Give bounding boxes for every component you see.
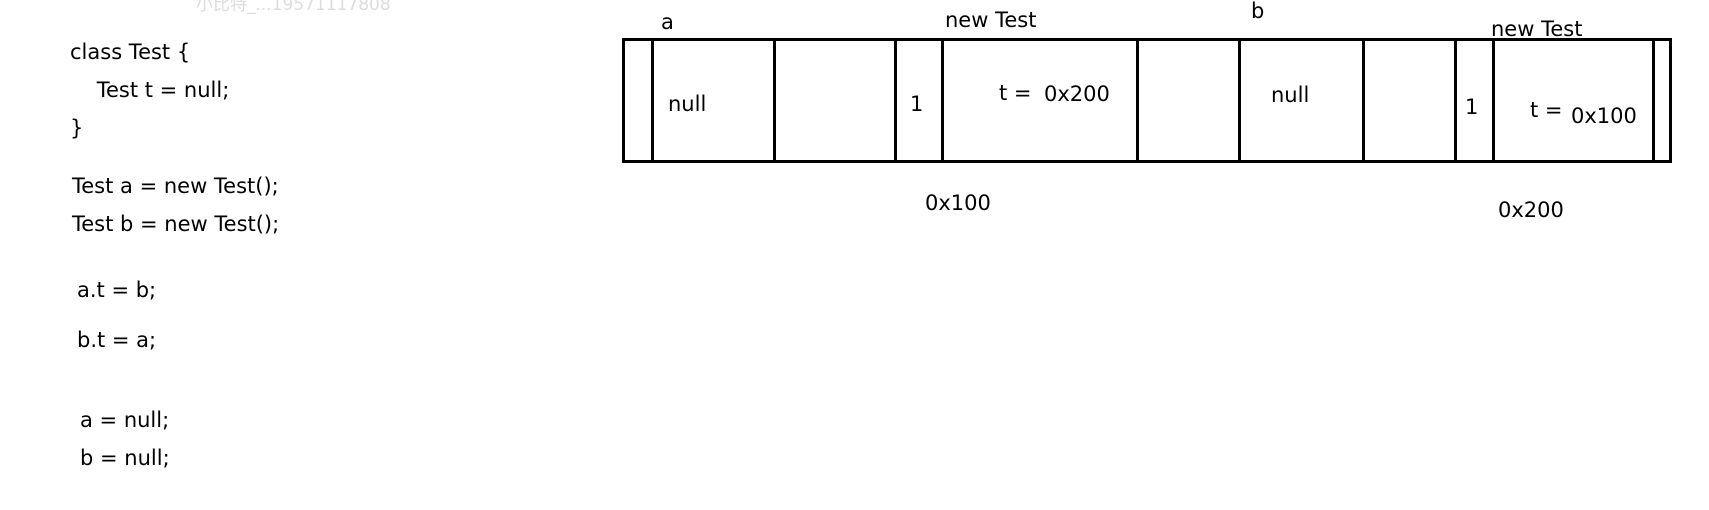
obj2-header: new Test: [1491, 17, 1583, 41]
cell-obj1-field: [941, 38, 1139, 163]
code-line-class-close: }: [70, 116, 84, 140]
obj1-address: 0x100: [925, 191, 991, 215]
code-line-assign-bt: b.t = a;: [77, 328, 157, 352]
obj1-field-value: 0x200: [1044, 82, 1110, 106]
watermark: 小比特_...19571117808: [196, 0, 391, 15]
var-b-label: b: [1251, 0, 1265, 23]
code-line-class-decl: class Test {: [70, 40, 191, 64]
code-line-new-a: Test a = new Test();: [72, 174, 279, 198]
obj2-field-value: 0x100: [1571, 104, 1637, 128]
code-line-new-b: Test b = new Test();: [72, 212, 280, 236]
var-a-value: null: [668, 92, 707, 116]
cell-var-b: [1238, 38, 1365, 163]
cell-var-a: [651, 38, 776, 163]
obj1-refcount: 1: [910, 92, 924, 116]
obj1-header: new Test: [945, 8, 1037, 32]
code-line-b-null: b = null;: [80, 446, 170, 470]
cell-obj2-field: [1492, 38, 1655, 163]
var-b-value: null: [1271, 83, 1310, 107]
memory-row: [622, 38, 1672, 163]
var-a-label: a: [661, 10, 674, 34]
code-line-field-decl: Test t = null;: [70, 78, 230, 102]
obj1-field-name: t =: [999, 81, 1032, 105]
obj2-address: 0x200: [1498, 198, 1564, 222]
obj2-refcount: 1: [1465, 95, 1479, 119]
code-line-a-null: a = null;: [80, 408, 170, 432]
code-line-assign-at: a.t = b;: [77, 278, 157, 302]
obj2-field-name: t =: [1530, 98, 1563, 122]
